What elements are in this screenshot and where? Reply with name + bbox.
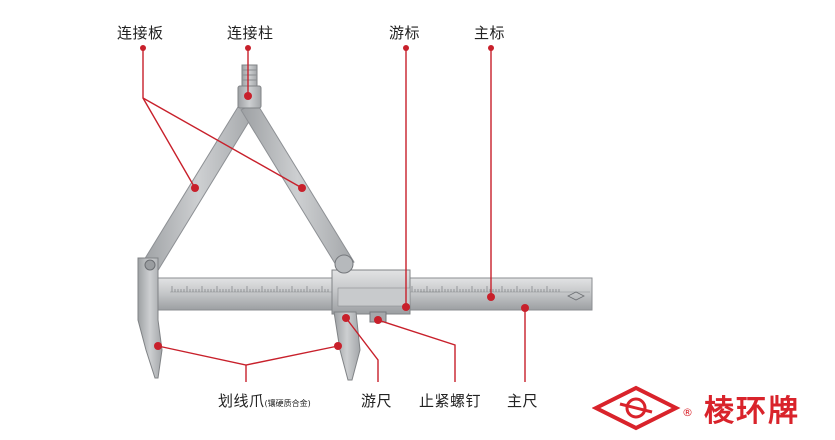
label-vernier: 游尺	[361, 392, 393, 410]
connecting-post	[237, 64, 262, 109]
leader-dots	[140, 45, 529, 350]
fixed-jaw	[137, 257, 163, 379]
registered-mark: ®	[682, 406, 693, 419]
leader-lines	[142, 48, 526, 382]
label-main-scale: 主标	[474, 24, 506, 42]
connecting-plates	[140, 101, 355, 273]
label-connect-post: 连接柱	[227, 24, 274, 42]
brand-name: 棱环牌	[704, 394, 800, 429]
brand-logo: ® 棱环牌	[592, 384, 832, 434]
vernier-head	[331, 254, 411, 381]
label-vernier-scale: 游标	[389, 24, 421, 42]
label-lock-screw: 止紧螺钉	[419, 392, 482, 410]
moving-jaw	[333, 311, 361, 381]
brand-emblem-icon	[592, 385, 681, 431]
label-scriber-jaw: 划线爪(镶硬质合金)	[218, 390, 311, 411]
scriber-jaw-note: (镶硬质合金)	[264, 399, 311, 408]
scriber-jaw-text: 划线爪	[218, 392, 265, 410]
label-connect-plate: 连接板	[117, 24, 164, 42]
label-main-beam: 主尺	[507, 392, 539, 410]
beam-logo-mark	[567, 291, 585, 301]
